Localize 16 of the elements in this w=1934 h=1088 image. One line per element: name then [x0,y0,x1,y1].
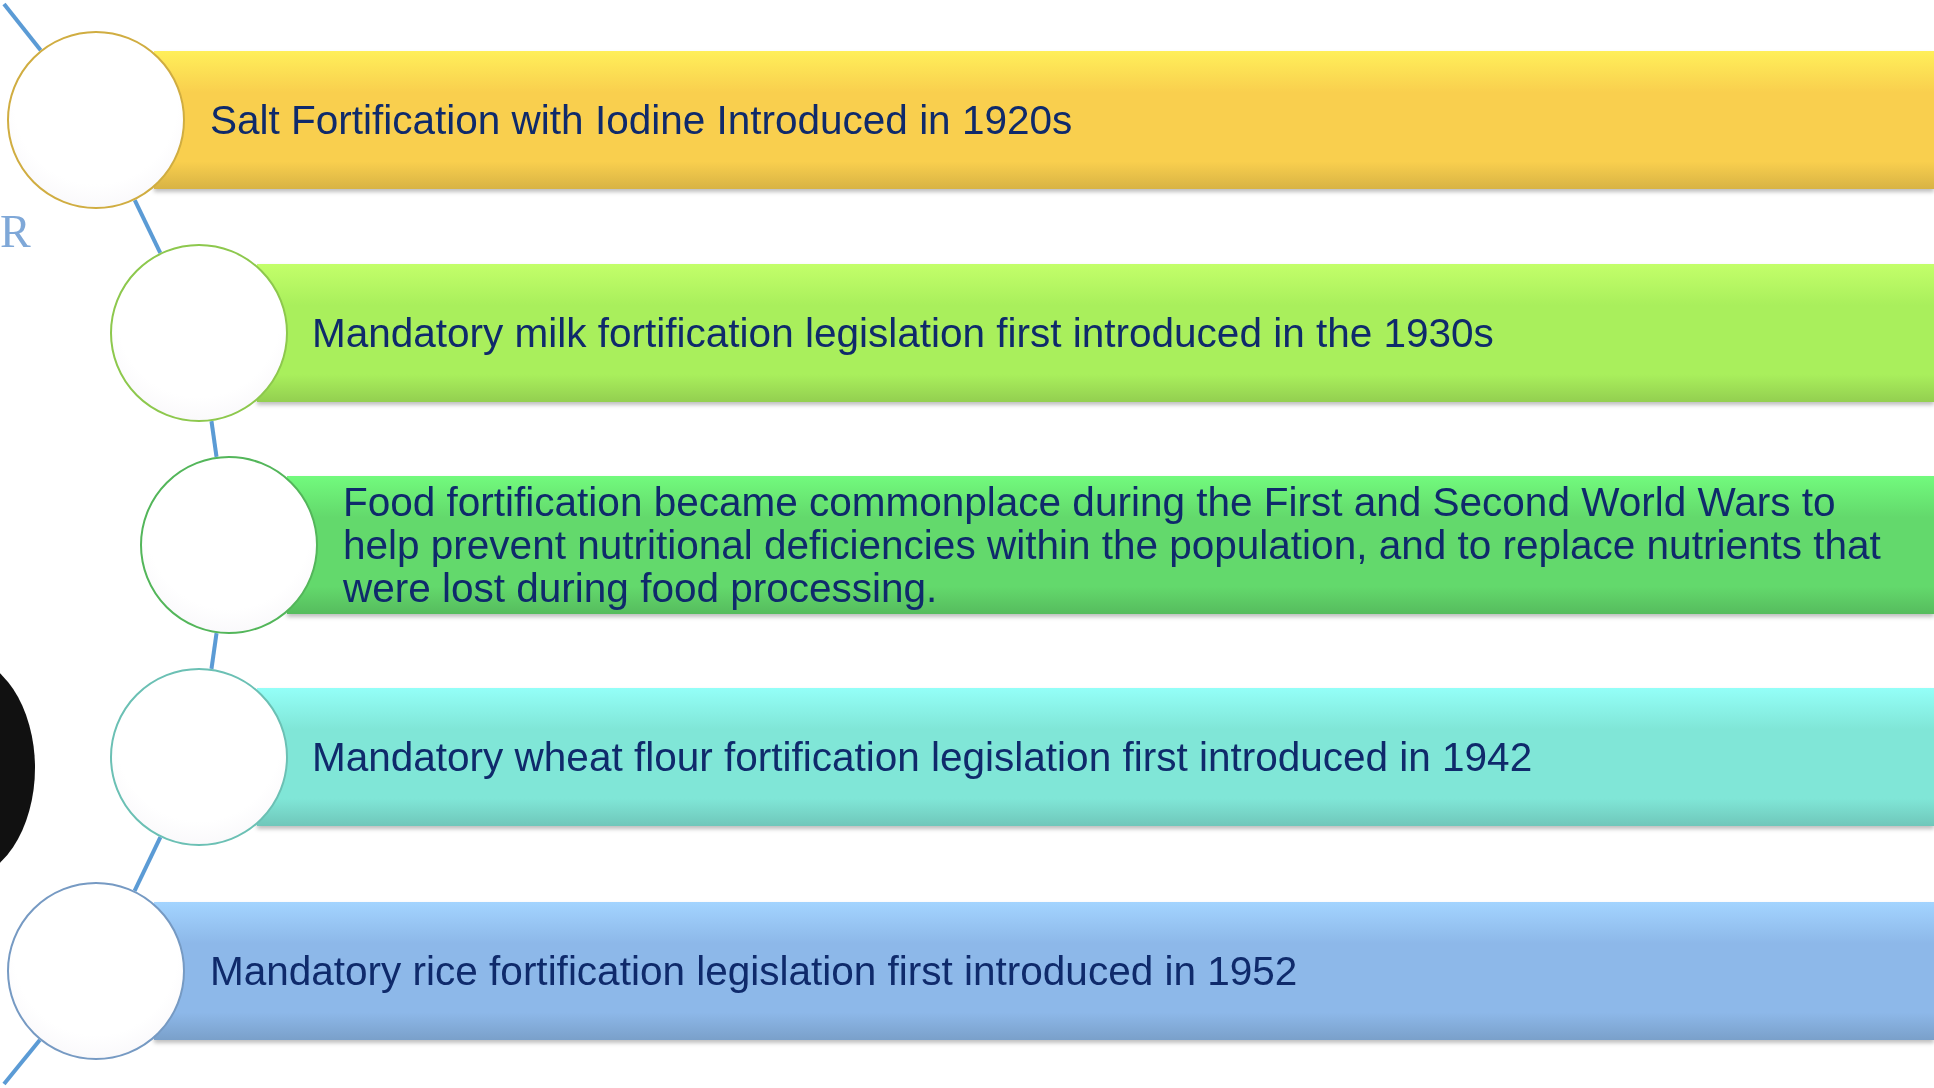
milestone-text: Salt Fortification with Iodine Introduced in 1920s [210,98,1074,142]
timeline-line [2,1038,42,1086]
fragment-label: R [0,206,31,258]
timeline-line [2,2,43,52]
milestone-text: Food fortification became commonplace during the First and Second World Wars to help prevent nutritional deficiencies within the population, and to replace nutrients that were lost during food processing. [343,480,1882,610]
timeline-line [132,836,163,892]
timeline-band [154,51,1934,189]
timeline-line [209,420,219,458]
timeline-band [154,902,1934,1040]
timeline-band [257,264,1934,402]
milestone-text: Mandatory milk fortification legislation first introduced in the 1930s [312,311,1495,355]
milestone-text: Mandatory wheat flour fortification legislation first introduced in 1942 [312,735,1534,779]
timeline-band [257,688,1934,826]
timeline-line [132,199,163,254]
timeline-line [209,632,219,670]
milestone-text: Mandatory rice fortification legislation first introduced in 1952 [210,949,1299,993]
